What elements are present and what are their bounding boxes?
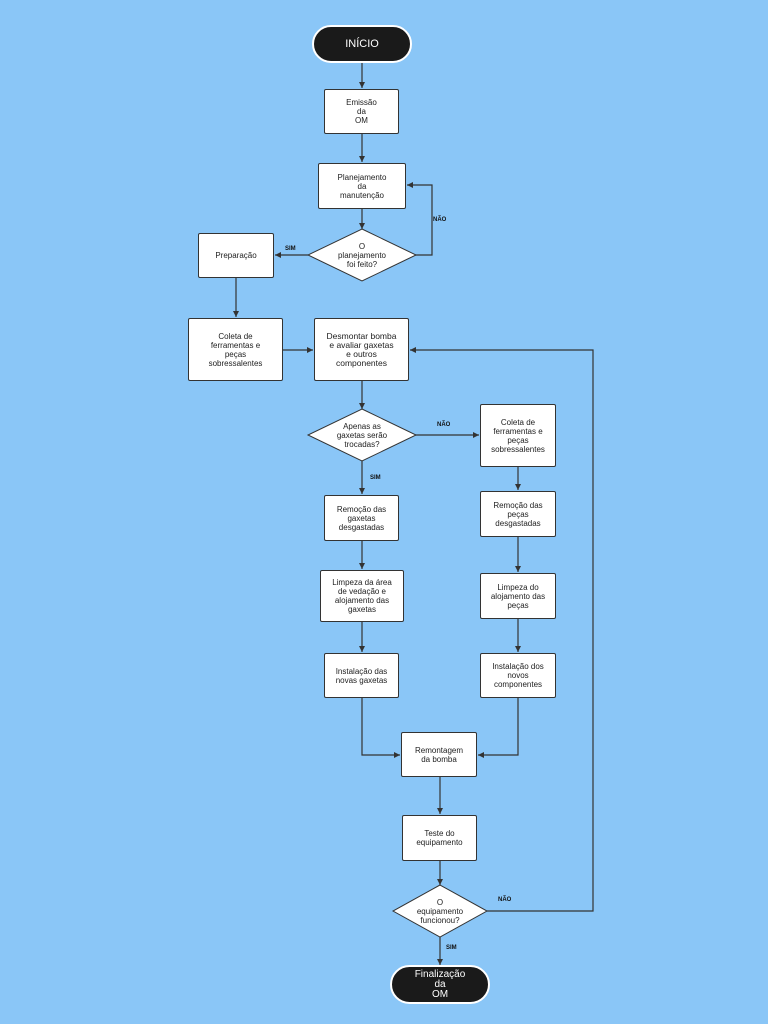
arrow-instalacao-componentes-remontagem xyxy=(478,698,519,758)
label-sim-gaxetas: SIM xyxy=(370,475,381,481)
decision-gaxetas: Apenas as gaxetas serão trocadas? xyxy=(318,419,406,451)
preparacao-label: Preparação xyxy=(215,251,257,260)
limpeza-alojamento-label: Limpeza do alojamento das peças xyxy=(490,582,546,610)
limpeza-vedacao-box: Limpeza da área de vedação e alojamento … xyxy=(320,570,404,622)
label-nao-gaxetas: NÃO xyxy=(437,422,451,428)
teste-box: Teste do equipamento xyxy=(402,815,477,861)
coleta-box-1: Coleta de ferramentas e peças sobressale… xyxy=(188,318,283,381)
limpeza-vedacao-label: Limpeza da área de vedação e alojamento … xyxy=(332,578,392,614)
remocao-pecas-box: Remoção das peças desgastadas xyxy=(480,491,556,537)
decision-gaxetas-label: Apenas as gaxetas serão trocadas? xyxy=(336,421,388,449)
remocao-gaxetas-label: Remoção das gaxetas desgastadas xyxy=(336,504,387,532)
label-nao-planejamento: NÃO xyxy=(433,217,447,223)
finalizacao-terminal: Finalização da OM xyxy=(390,965,490,1004)
planejamento-box: Planejamento da manutenção xyxy=(318,163,406,209)
instalacao-gaxetas-box: Instalação das novas gaxetas xyxy=(324,653,399,698)
emissao-box: Emissão da OM xyxy=(324,89,399,134)
instalacao-componentes-box: Instalação dos novos componentes xyxy=(480,653,556,698)
start-terminal: INÍCIO xyxy=(312,25,412,63)
planejamento-label: Planejamento da manutenção xyxy=(337,172,387,200)
decision-planejamento-shape xyxy=(306,228,418,282)
teste-label: Teste do equipamento xyxy=(416,829,463,847)
arrow-instalacao-gaxetas-remontagem xyxy=(361,698,400,758)
decision-gaxetas-shape xyxy=(306,408,418,462)
coleta-1-label: Coleta de ferramentas e peças sobressale… xyxy=(208,331,263,368)
remocao-gaxetas-box: Remoção das gaxetas desgastadas xyxy=(324,495,399,541)
start-label: INÍCIO xyxy=(345,38,379,50)
preparacao-box: Preparação xyxy=(198,233,274,278)
remontagem-label: Remontagem da bomba xyxy=(414,745,464,764)
arrow-nao-desmontar xyxy=(410,347,594,912)
decision-funcionou-label: O equipamento funcionou? xyxy=(416,897,464,925)
label-sim-funcionou: SIM xyxy=(446,945,457,951)
label-sim-planejamento: SIM xyxy=(285,246,296,252)
desmontar-box: Desmontar bomba e avaliar gaxetas e outr… xyxy=(314,318,409,381)
emissao-label: Emissão da OM xyxy=(346,98,377,125)
limpeza-alojamento-box: Limpeza do alojamento das peças xyxy=(480,573,556,619)
coleta-box-2: Coleta de ferramentas e peças sobressale… xyxy=(480,404,556,467)
remontagem-box: Remontagem da bomba xyxy=(401,732,477,777)
arrow-nao-planejamento xyxy=(407,182,433,256)
coleta-2-label: Coleta de ferramentas e peças sobressale… xyxy=(491,417,545,454)
decision-funcionou-shape xyxy=(391,884,489,938)
desmontar-label: Desmontar bomba e avaliar gaxetas e outr… xyxy=(326,330,397,368)
instalacao-gaxetas-label: Instalação das novas gaxetas xyxy=(335,666,388,685)
instalacao-componentes-label: Instalação dos novos componentes xyxy=(492,662,544,689)
label-nao-funcionou: NÃO xyxy=(498,897,512,903)
finalizacao-label: Finalização da OM xyxy=(414,968,466,1000)
decision-planejamento-label: O planejamento foi feito? xyxy=(337,241,387,269)
decision-funcionou: O equipamento funcionou? xyxy=(400,895,480,927)
decision-planejamento: O planejamento foi feito? xyxy=(318,237,406,273)
remocao-pecas-label: Remoção das peças desgastadas xyxy=(493,500,543,528)
